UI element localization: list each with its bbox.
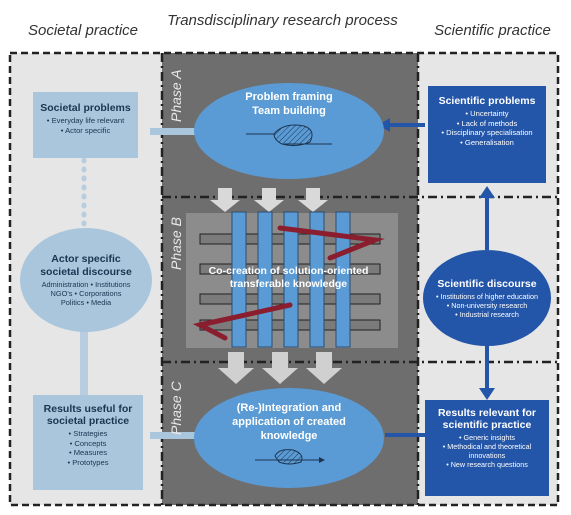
- scientific-result-item: • Methodical and theoretical innovations: [442, 442, 532, 461]
- scientific-discourse-item: • Institutions of higher education: [435, 291, 538, 301]
- societal-problem-item: • Actor specific: [60, 125, 111, 135]
- societal-discourse-line: Administration • Institutions: [41, 280, 131, 290]
- societal-practice-header: Societal practice: [27, 22, 139, 39]
- outer-frame: [8, 51, 560, 507]
- connector-a-left: [150, 128, 195, 135]
- phase-b-label: Phase B: [168, 217, 184, 270]
- arrowhead-down-results: [479, 388, 495, 400]
- scientific-problems-title: Scientific problems: [438, 95, 536, 107]
- hatched-shape-a: [246, 124, 332, 147]
- phase-a-text: Problem framing Team building: [245, 90, 333, 117]
- phase-c-label: Phase C: [168, 381, 184, 435]
- phase-a-label: Phase A: [168, 69, 184, 122]
- societal-discourse-title: Actor specific societal discourse: [40, 252, 132, 278]
- societal-problems-title: Societal problems: [40, 102, 131, 114]
- left-solid-connector: [80, 330, 88, 395]
- scientific-discourse-item: • Non-university research: [446, 300, 528, 310]
- societal-discourse-ellipse: Actor specific societal discourse Admini…: [20, 228, 152, 332]
- societal-problems-box: Societal problems • Everyday life releva…: [33, 92, 138, 158]
- scientific-discourse-ellipse: Scientific discourse • Institutions of h…: [423, 250, 551, 346]
- societal-discourse-line: NGO's • Corporations: [50, 289, 122, 299]
- hatched-shape-c: [255, 448, 325, 465]
- societal-discourse-line: Politics • Media: [60, 298, 112, 308]
- scientific-result-item: • Generic insights: [458, 433, 516, 443]
- societal-result-item: • Strategies: [68, 429, 108, 439]
- scientific-discourse-title: Scientific discourse: [437, 277, 537, 290]
- societal-result-item: • Measures: [68, 448, 108, 458]
- weave-red-lines: [192, 225, 385, 341]
- scientific-discourse-item: • Industrial research: [455, 309, 519, 319]
- societal-results-box: Results useful for societal practice • S…: [33, 395, 143, 490]
- societal-problem-item: • Everyday life relevant: [46, 116, 125, 126]
- phase-a-ellipse: Problem framing Team building: [194, 83, 384, 179]
- scientific-problem-item: • Uncertainty: [465, 109, 509, 119]
- scientific-problem-item: • Lack of methods: [456, 118, 518, 128]
- societal-results-title: Results useful for societal practice: [43, 403, 133, 428]
- scientific-result-item: • New research questions: [446, 460, 528, 470]
- process-header: Transdisciplinary research process: [167, 12, 398, 29]
- scientific-results-title: Results relevant for scientific practice: [437, 407, 537, 432]
- arrowhead-up-problems: [479, 186, 495, 198]
- phase-c-ellipse: (Re-)Integration and application of crea…: [194, 388, 384, 488]
- bottom-arrows: [218, 352, 342, 384]
- arrowhead-a-right: [378, 118, 390, 132]
- scientific-problem-item: • Disciplinary specialisation: [441, 128, 533, 138]
- societal-result-item: • Concepts: [69, 438, 107, 448]
- scientific-problem-item: • Generalisation: [460, 137, 514, 147]
- weave-vertical: [231, 211, 351, 348]
- phase-b-text: Co-creation of solution-oriented transfe…: [208, 265, 369, 291]
- top-arrows: [210, 188, 328, 212]
- scientific-problems-box: Scientific problems • Uncertainty • Lack…: [428, 86, 546, 183]
- scientific-practice-header: Scientific practice: [434, 22, 551, 39]
- societal-result-item: • Prototypes: [67, 457, 109, 467]
- connector-c-left: [150, 432, 195, 439]
- scientific-results-box: Results relevant for scientific practice…: [425, 400, 549, 496]
- phase-c-text: (Re-)Integration and application of crea…: [232, 402, 346, 442]
